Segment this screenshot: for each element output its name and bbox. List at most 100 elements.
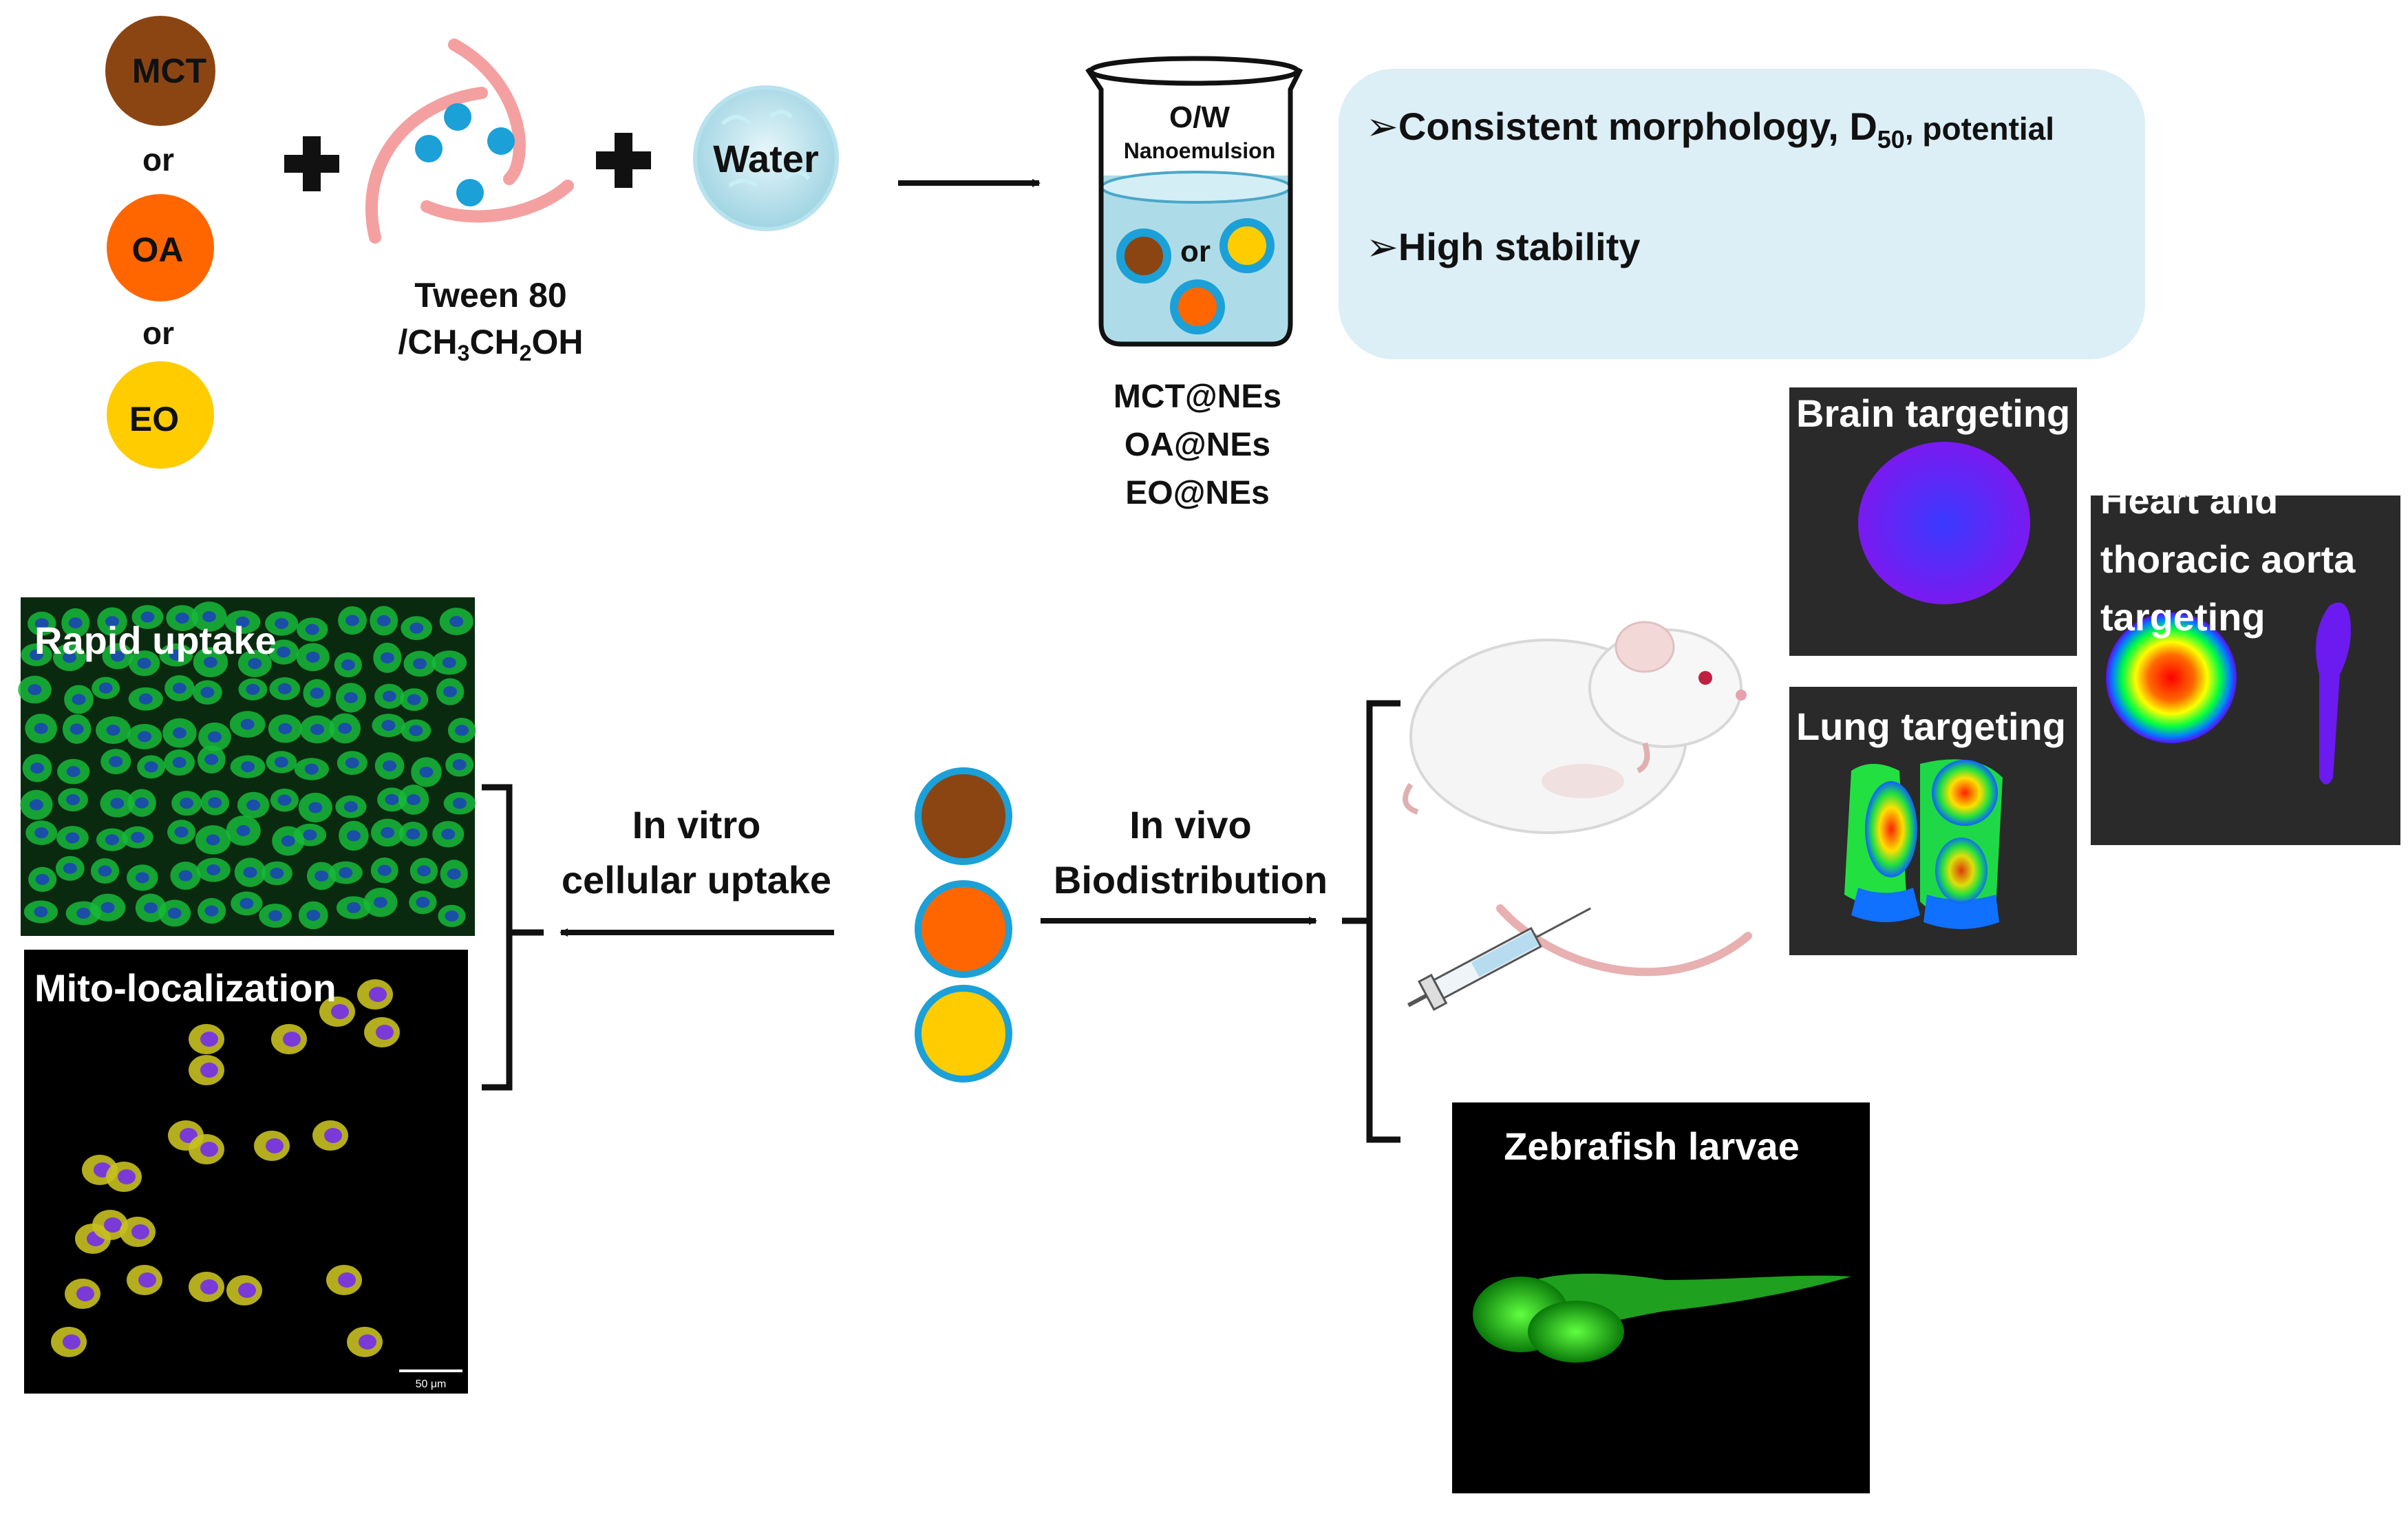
cell-nucleus xyxy=(376,615,391,627)
cell-nucleus xyxy=(110,798,125,809)
cell-nucleus xyxy=(180,798,194,809)
cell-nucleus xyxy=(304,763,319,775)
cell-nucleus xyxy=(416,897,430,908)
cell-nucleus xyxy=(381,827,395,838)
cell-nucleus xyxy=(278,723,292,734)
heart-label-line1: Heart and xyxy=(2100,478,2278,522)
cell-nucleus xyxy=(338,1272,356,1288)
cell-nucleus xyxy=(281,835,295,847)
cell-nucleus xyxy=(277,646,291,658)
oa-label: OA xyxy=(132,231,184,269)
cell-nucleus xyxy=(324,1128,342,1143)
cell-nucleus xyxy=(169,649,183,661)
cell-nucleus xyxy=(206,834,220,846)
product-oa: OA@NEs xyxy=(1125,427,1270,463)
cell-nucleus xyxy=(343,801,358,813)
cell-nucleus xyxy=(241,761,255,773)
cell-nucleus xyxy=(266,1138,284,1153)
cell-nucleus xyxy=(105,616,119,628)
cell-nucleus xyxy=(343,692,358,703)
oa-droplet xyxy=(107,194,214,301)
cell-nucleus xyxy=(138,731,152,743)
mouse-illustration xyxy=(1403,621,1752,977)
cell-nucleus xyxy=(452,798,467,809)
cell-nucleus xyxy=(140,611,155,623)
cell-nucleus xyxy=(138,693,153,705)
mct-droplet xyxy=(105,16,215,126)
cell-nucleus xyxy=(407,694,421,705)
rapid-uptake-panel: Rapid uptake xyxy=(18,597,476,936)
mct-label: MCT xyxy=(132,52,206,90)
cell-nucleus xyxy=(172,683,187,694)
cell-nucleus xyxy=(111,650,125,662)
cell-nucleus xyxy=(72,694,86,705)
cell-nucleus xyxy=(202,611,216,623)
cell-nucleus xyxy=(98,682,113,694)
oil-eo: EO xyxy=(107,361,214,469)
cell-nucleus xyxy=(34,906,48,918)
cell-nucleus xyxy=(34,827,49,839)
cell-nucleus xyxy=(248,658,262,670)
cell-nucleus xyxy=(167,907,182,919)
cell-nucleus xyxy=(35,873,50,885)
cell-nucleus xyxy=(204,754,219,765)
cell-nucleus xyxy=(235,616,250,628)
cell-nucleus xyxy=(105,834,119,846)
cell-nucleus xyxy=(200,1279,218,1294)
cell-nucleus xyxy=(345,615,360,626)
scale-bar-label: 50 μm xyxy=(416,1378,447,1390)
cell-nucleus xyxy=(359,1334,376,1350)
nanoemulsion-droplets xyxy=(915,767,1012,1083)
cell-nucleus xyxy=(131,831,145,843)
cell-nucleus xyxy=(341,659,355,671)
cell-nucleus xyxy=(409,622,424,634)
cell-nucleus xyxy=(178,870,193,882)
cell-nucleus xyxy=(98,865,112,877)
cell-nucleus xyxy=(206,864,221,876)
or-text-1: or xyxy=(142,142,174,178)
cell-nucleus xyxy=(106,724,120,736)
cell-nucleus xyxy=(104,1217,122,1233)
eo-droplet xyxy=(107,361,214,469)
cell-nucleus xyxy=(207,731,222,743)
oil-mct: MCT xyxy=(105,16,215,126)
cell-nucleus xyxy=(274,756,288,768)
lung-targeting-panel: Lung targeting xyxy=(1789,687,2077,955)
cell-nucleus xyxy=(308,802,323,813)
cell-nucleus xyxy=(310,723,325,735)
cell-nucleus xyxy=(385,793,399,805)
cell-nucleus xyxy=(239,897,254,909)
cell-nucleus xyxy=(381,720,396,732)
cell-nucleus xyxy=(277,794,292,806)
cell-nucleus xyxy=(236,825,251,837)
cell-nucleus xyxy=(65,832,80,844)
cell-nucleus xyxy=(310,687,324,699)
cell-nucleus xyxy=(413,658,427,670)
cell-nucleus xyxy=(34,723,48,734)
water-label: Water xyxy=(713,137,819,180)
cell-nucleus xyxy=(442,657,456,668)
cell-nucleus xyxy=(445,910,459,921)
tween-surfactant-icon xyxy=(365,39,574,244)
cell-nucleus xyxy=(66,794,81,806)
cell-nucleus xyxy=(407,794,421,806)
in-vivo-line2: Biodistribution xyxy=(1054,858,1328,902)
cell-nucleus xyxy=(283,1032,301,1047)
cell-nucleus xyxy=(137,657,151,669)
cell-nucleus xyxy=(76,907,91,919)
cell-nucleus xyxy=(382,690,396,702)
cell-nucleus xyxy=(373,897,387,908)
mito-localization-label: Mito-localization xyxy=(34,966,337,1010)
left-bracket xyxy=(482,784,544,1091)
cell-nucleus xyxy=(246,683,260,695)
cell-nucleus xyxy=(200,1063,218,1078)
cell-nucleus xyxy=(200,687,215,699)
cell-nucleus xyxy=(275,618,289,630)
cell-nucleus xyxy=(346,830,361,842)
beaker-title: O/W xyxy=(1169,100,1230,134)
cell-nucleus xyxy=(376,1025,394,1040)
cell-nucleus xyxy=(203,657,217,668)
cell-nucleus xyxy=(306,909,321,921)
cell-nucleus xyxy=(109,756,123,767)
